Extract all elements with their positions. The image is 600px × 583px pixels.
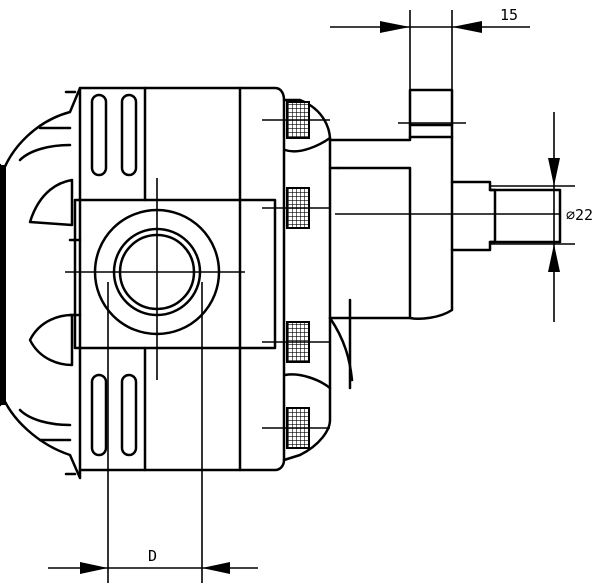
bolts <box>262 101 330 449</box>
dimension-width: 15 <box>330 6 530 90</box>
front-flange <box>282 88 466 462</box>
outlet-port <box>65 178 245 380</box>
dimension-port-label: D <box>148 547 157 565</box>
dimension-diameter: ⌀22 <box>490 112 593 322</box>
dimension-port: D <box>48 282 258 583</box>
drive-shaft <box>335 180 562 252</box>
pump-housing <box>28 86 286 472</box>
rear-cover <box>0 86 82 480</box>
dimension-width-label: 15 <box>500 6 518 24</box>
dimension-diameter-label: ⌀22 <box>566 206 593 224</box>
